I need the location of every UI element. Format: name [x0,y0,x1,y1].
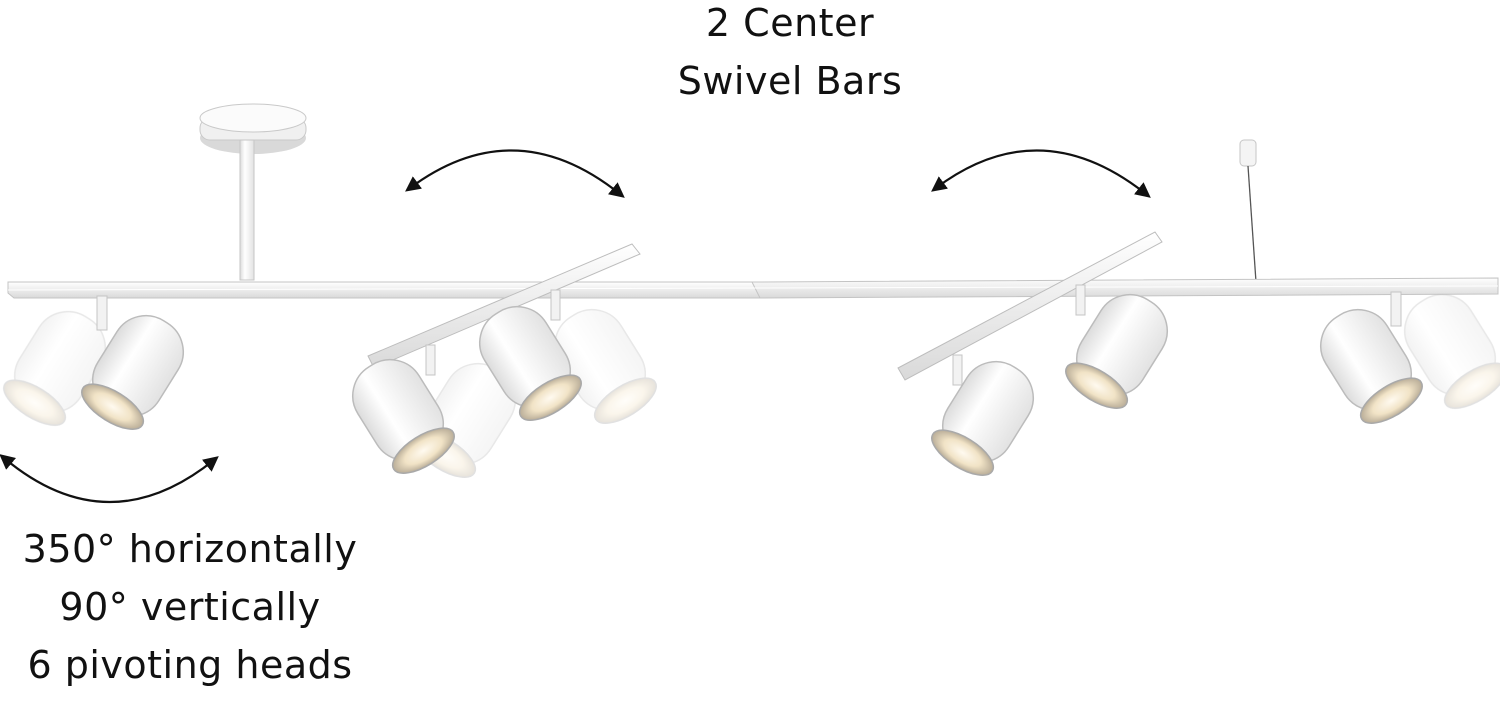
rotation-arrow-icon [931,149,1151,198]
canopy-icon [199,103,307,281]
ghost-heads [0,281,1500,488]
head-stems [96,284,1402,386]
caption-line: Swivel Bars [677,59,903,103]
swivel-bars-caption: 2 Center Swivel Bars [610,0,970,110]
swivel-bar-left [367,243,641,369]
pivot-features-caption: 350° horizontally 90° vertically 6 pivot… [0,520,380,694]
rotation-arrow-icon [405,149,625,198]
spotlight-head-icon [923,348,1047,486]
swivel-bar-right [897,231,1163,381]
rotation-arrow-icon [0,454,219,504]
main-bar [7,277,1499,299]
caption-line: 6 pivoting heads [27,643,353,687]
suspension-wire [1239,139,1257,283]
caption-line: 350° horizontally [22,527,358,571]
caption-line: 2 Center [705,1,875,45]
caption-line: 90° vertically [59,585,321,629]
